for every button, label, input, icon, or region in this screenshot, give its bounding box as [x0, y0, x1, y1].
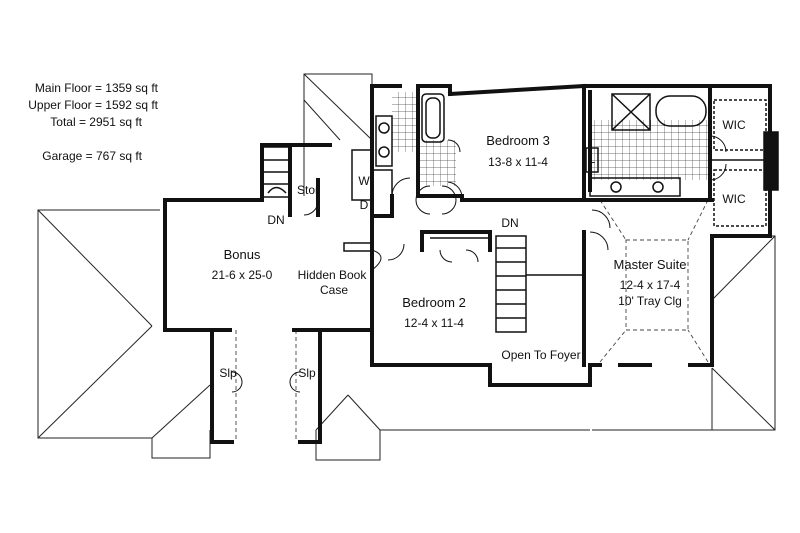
area-summary: Main Floor = 1359 sq ft Upper Floor = 15…: [6, 80, 158, 165]
wic-top-label: WIC: [722, 118, 746, 132]
bedroom3-name: Bedroom 3: [486, 133, 550, 148]
master-dims: 12-4 x 17-4: [619, 278, 681, 292]
dryer-label: D: [359, 198, 369, 212]
tray-ceiling: [599, 199, 709, 363]
upper-floor-area: Upper Floor = 1592 sq ft: [28, 98, 158, 112]
sleeping-dashed: [235, 330, 297, 440]
bonus-dims: 21-6 x 25-0: [211, 268, 273, 282]
stor-label: Stor: [296, 183, 320, 197]
bonus-name: Bonus: [223, 247, 261, 262]
total-area: Total = 2951 sq ft: [50, 115, 142, 129]
slp-left-label: Slp: [219, 366, 237, 380]
master-name: Master Suite: [613, 257, 687, 272]
linen-label: L: [588, 152, 596, 166]
bedroom2-name: Bedroom 2: [402, 295, 466, 310]
interior-walls: [261, 93, 779, 333]
garage-area: Garage = 767 sq ft: [42, 149, 142, 163]
dn-left-label: DN: [267, 213, 285, 227]
roof-lines: [37, 73, 776, 461]
master-note: 10' Tray Clg: [618, 294, 682, 308]
hidden-case-label: Case: [319, 283, 349, 297]
open-to-foyer-label: Open To Foyer: [501, 348, 581, 362]
wic-bottom-label: WIC: [722, 192, 746, 206]
washer-label: W: [358, 174, 370, 188]
dn-center-label: DN: [501, 216, 519, 230]
bedroom2-dims: 12-4 x 11-4: [404, 316, 464, 330]
main-floor-area: Main Floor = 1359 sq ft: [34, 81, 158, 95]
slp-right-label: Slp: [298, 366, 316, 380]
door-swings: [231, 135, 727, 393]
tile-floors: [392, 92, 712, 186]
hidden-book-label: Hidden Book: [297, 268, 367, 282]
bedroom3-dims: 13-8 x 11-4: [488, 155, 548, 169]
